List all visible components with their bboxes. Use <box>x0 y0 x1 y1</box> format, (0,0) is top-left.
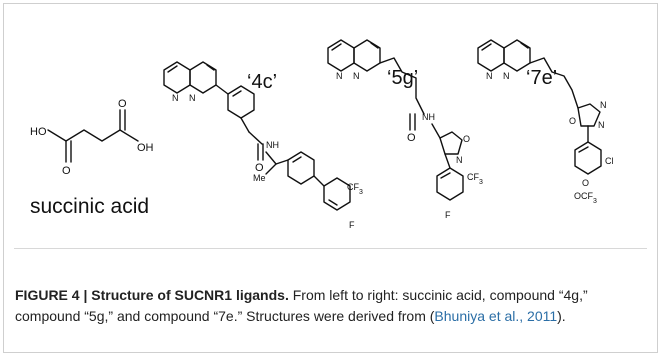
atom-n: N <box>600 100 607 110</box>
atom-n: N <box>598 120 605 130</box>
compound-5g-structure: N N O NH O N CF3 F <box>327 39 483 220</box>
atom-n: N <box>456 155 463 165</box>
atom-cf3: CF3 <box>467 172 483 186</box>
atom-o: O <box>463 134 470 144</box>
atom-n: N <box>503 71 510 81</box>
caption-body: From left to right: succinic acid, compo… <box>15 287 588 324</box>
figure-panel: HO O O OH succinic acid N N <box>3 3 658 353</box>
atom-n: N <box>353 71 360 81</box>
figure-divider <box>14 248 647 249</box>
atom-nh: NH <box>266 140 279 150</box>
atom-ho: HO <box>30 126 47 138</box>
atom-n: N <box>189 93 196 103</box>
atom-n: N <box>172 93 179 103</box>
atom-o: O <box>582 178 589 188</box>
caption-end: ). <box>557 308 566 324</box>
succinic-acid-label: succinic acid <box>30 195 149 218</box>
atom-cf3: CF3 <box>347 182 363 196</box>
atom-oh: OH <box>137 142 154 154</box>
compound-7e-label: ‘7e’ <box>526 67 557 89</box>
figure-caption: FIGURE 4 | Structure of SUCNR1 ligands. … <box>15 285 651 327</box>
citation-link[interactable]: Bhuniya et al., 2011 <box>434 308 558 324</box>
atom-nh: NH <box>422 112 435 122</box>
compound-4c-label: ‘4c’ <box>247 71 277 93</box>
atom-o: O <box>569 116 576 126</box>
chemical-structures-image: HO O O OH succinic acid N N <box>4 4 659 249</box>
atom-n: N <box>486 71 493 81</box>
figure-label: FIGURE 4 | Structure of SUCNR1 ligands. <box>15 287 289 303</box>
atom-o: O <box>407 132 416 144</box>
atom-n: N <box>336 71 343 81</box>
succinic-acid-structure: HO O O OH <box>30 98 154 177</box>
atom-o: O <box>118 98 127 110</box>
atom-f: F <box>349 220 355 230</box>
compound-4c-structure: N N O NH Me CF3 <box>163 61 363 230</box>
atom-f: F <box>445 210 451 220</box>
compound-5g-label: ‘5g’ <box>387 67 418 89</box>
atom-cl: Cl <box>605 156 614 166</box>
atom-o: O <box>62 165 71 177</box>
atom-me: Me <box>253 173 266 183</box>
structures-svg: HO O O OH succinic acid N N <box>30 39 614 230</box>
atom-o: O <box>255 162 264 174</box>
compound-7e-structure: N N O N N Cl O OCF3 <box>477 39 614 205</box>
atom-ocf3: OCF3 <box>574 191 597 205</box>
